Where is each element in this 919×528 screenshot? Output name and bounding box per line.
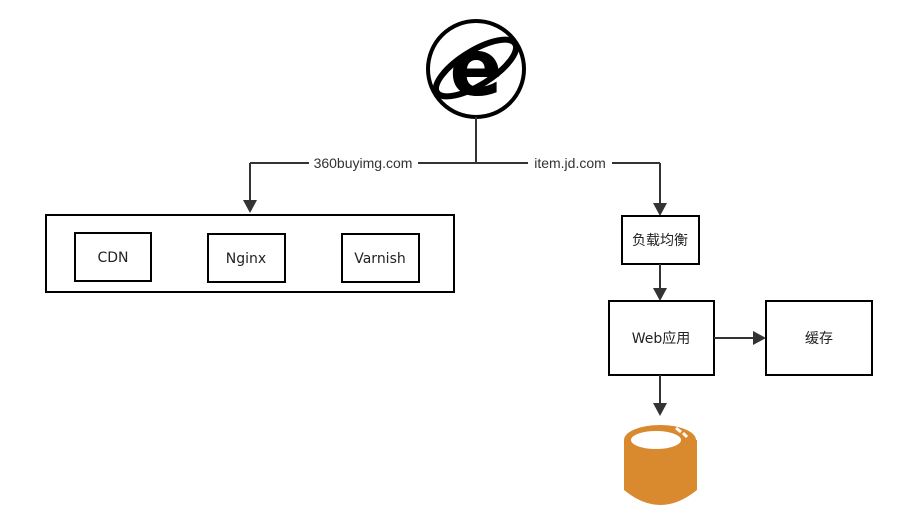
node-web-app: Web应用 [608, 300, 715, 376]
edge-label-right-bg [528, 154, 612, 172]
edge-label-left: 360buyimg.com [314, 155, 413, 171]
node-nginx-label: Nginx [226, 251, 266, 267]
node-cdn-label: CDN [97, 250, 128, 266]
node-cdn: CDN [74, 232, 152, 282]
edge-label-right: item.jd.com [534, 155, 606, 171]
node-load-balancer: 负载均衡 [621, 215, 700, 265]
database-cylinder-icon [624, 425, 697, 505]
edge-web-to-db [653, 375, 667, 416]
node-load-balancer-label: 负载均衡 [632, 233, 688, 249]
edge-label-left-bg [309, 154, 418, 172]
edge-lb-to-web [653, 264, 667, 301]
node-cache: 缓存 [765, 300, 873, 376]
edge-web-to-cache [714, 331, 766, 345]
node-nginx: Nginx [207, 233, 286, 283]
static-resource-group: CDN Nginx Varnish [45, 214, 455, 293]
node-varnish: Varnish [341, 233, 420, 283]
ie-browser-icon: e [426, 19, 526, 119]
svg-text:e: e [450, 24, 503, 114]
node-web-app-label: Web应用 [632, 330, 691, 347]
edge-dynamic [653, 163, 667, 216]
node-cache-label: 缓存 [805, 331, 833, 347]
node-varnish-label: Varnish [354, 251, 406, 267]
edge-static [243, 163, 257, 213]
